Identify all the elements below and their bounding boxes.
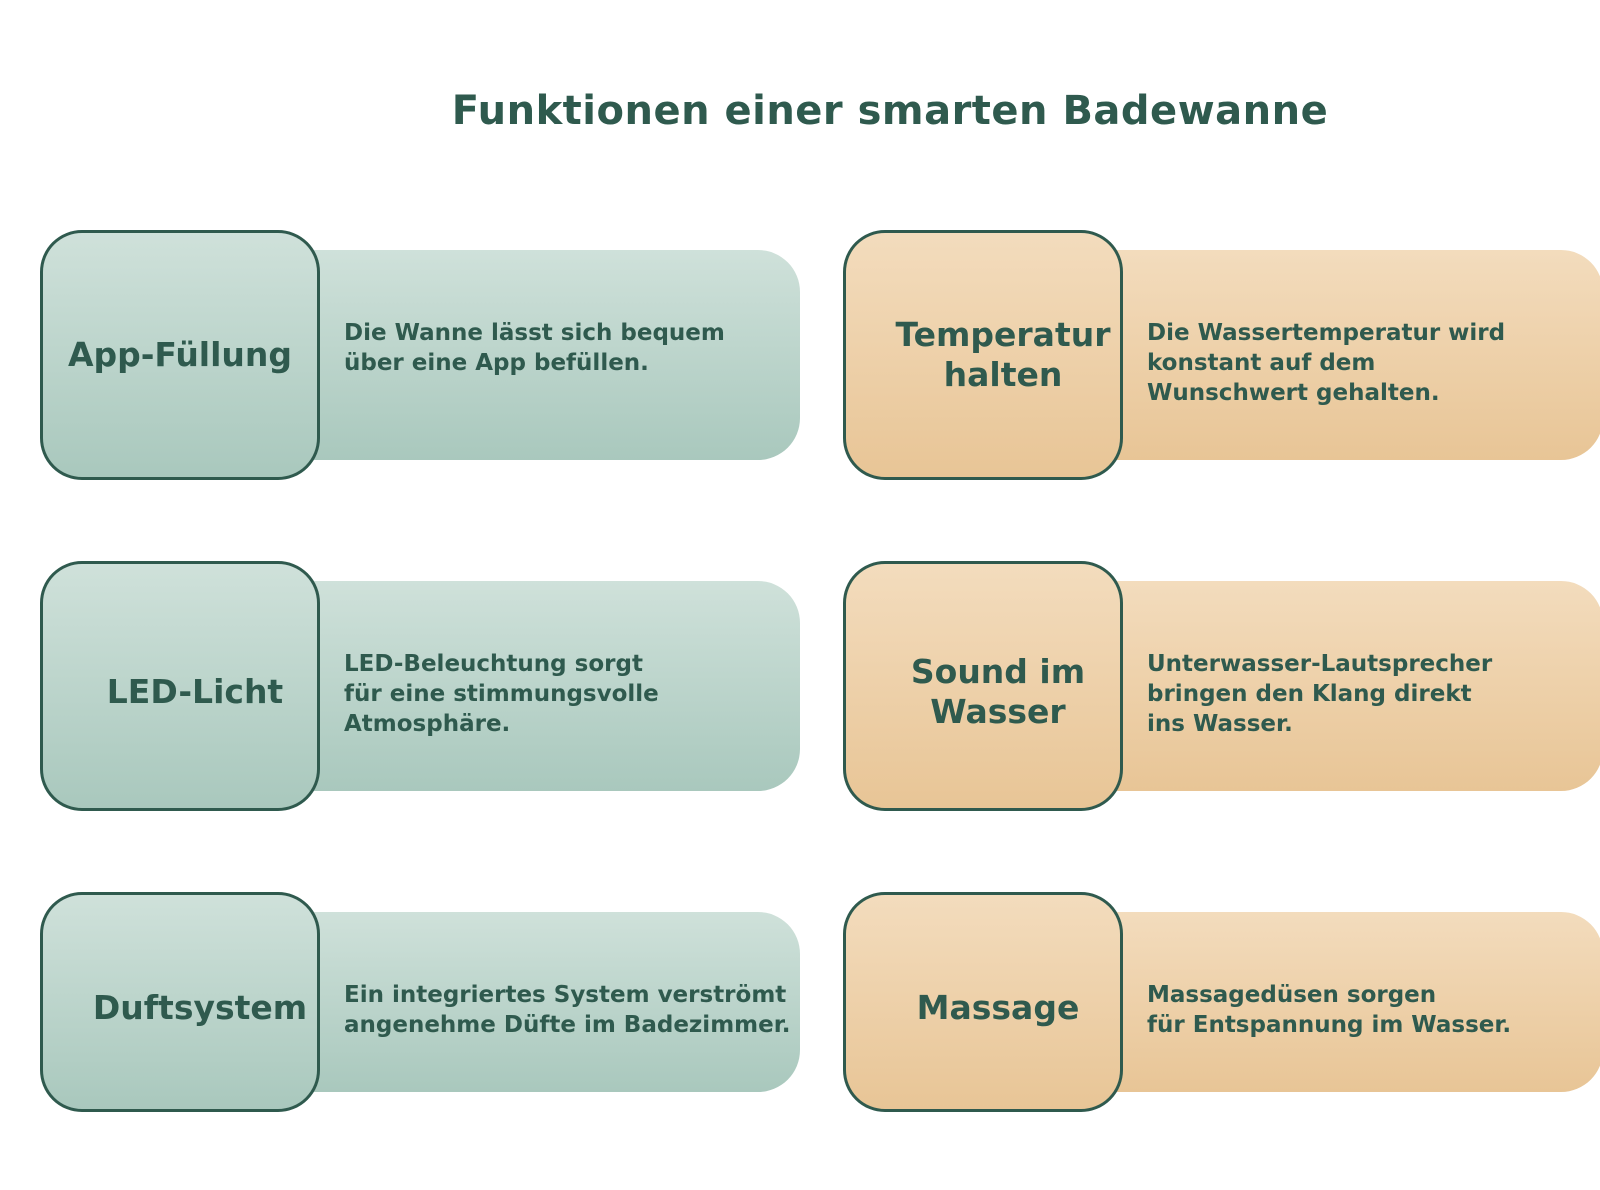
feature-description: Unterwasser-Lautsprecher bringen den Kla… [1147,651,1493,737]
feature-tile: Massage [843,892,1123,1112]
feature-tile: LED-Licht [40,561,320,811]
feature-label: Massage [916,988,1080,1027]
feature-tile: Duftsystem [40,892,320,1112]
feature-card-app-fill: App-Füllung Die Wanne lässt sich bequem … [40,230,800,480]
feature-label: Sound im Wasser [910,652,1086,731]
feature-description: LED-Beleuchtung sorgt für eine stimmungs… [344,651,659,737]
feature-label: Duftsystem [92,988,308,1027]
feature-card-sound: Sound im Wasser Unterwasser-Lautsprecher… [843,561,1600,811]
feature-description: Ein integriertes System verströmt angene… [344,982,791,1038]
feature-panel [1083,250,1600,460]
feature-panel [280,581,800,791]
feature-label: App-Füllung [67,335,293,374]
feature-card-massage: Massage Massagedüsen sorgen für Entspann… [843,892,1600,1142]
feature-card-led: LED-Licht LED-Beleuchtung sorgt für eine… [40,561,800,811]
feature-label: LED-Licht [106,672,284,711]
feature-panel [280,250,800,460]
feature-description: Massagedüsen sorgen für Entspannung im W… [1147,982,1512,1038]
diagram-title: Funktionen einer smarten Badewanne [451,88,1329,134]
feature-card-temperature: Temperatur halten Die Wassertemperatur w… [843,230,1600,480]
feature-tile: Temperatur halten [843,230,1123,480]
feature-label: Temperatur halten [895,315,1111,394]
feature-tile: Sound im Wasser [843,561,1123,811]
feature-description: Die Wanne lässt sich bequem über eine Ap… [344,320,725,376]
feature-description: Die Wassertemperatur wird konstant auf d… [1147,320,1506,406]
feature-panel [1083,912,1600,1092]
feature-tile: App-Füllung [40,230,320,480]
feature-panel [280,912,800,1092]
feature-panel [1083,581,1600,791]
feature-card-scent: Duftsystem Ein integriertes System verst… [40,892,800,1142]
